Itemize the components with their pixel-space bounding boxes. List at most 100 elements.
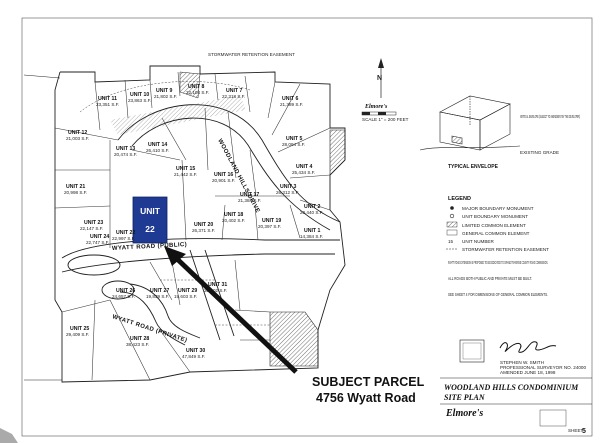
legend-item: UNIT BOUNDARY MONUMENT bbox=[462, 214, 528, 219]
unit-area: 21,442 S.F. bbox=[174, 172, 197, 177]
unit-area: 23,351 S.F. bbox=[96, 102, 119, 107]
legend-item: UNIT NUMBER bbox=[462, 239, 495, 244]
scale-text: SCALE 1" = 200 FEET bbox=[362, 117, 409, 122]
unit-area: 26,371 S.F. bbox=[192, 228, 215, 233]
stormwater-easement-label: STORMWATER RETENTION EASEMENT bbox=[208, 52, 295, 57]
scale-logo: Elmore's SCALE 1" = 200 FEET bbox=[361, 104, 409, 122]
unit-label: UNIT 15 bbox=[176, 166, 195, 172]
legend-note-3: SEE SHEET 4 FOR DIMENSIONS OF GENERAL CO… bbox=[448, 292, 548, 297]
surveyor-block: STEPHEN W. SMITH PROFESSIONAL SURVEYOR N… bbox=[459, 339, 586, 375]
unit-area: 26,410 S.F. bbox=[146, 148, 169, 153]
unit-area: 28,094 S.F. bbox=[282, 142, 305, 147]
surveyor-title: PROFESSIONAL SURVEYOR NO. 24000 bbox=[500, 365, 586, 370]
lot-lines bbox=[54, 71, 331, 381]
company-logo: Elmore's bbox=[445, 408, 483, 419]
unit-area: 21,802 S.F. bbox=[154, 94, 177, 99]
legend-item: GENERAL COMMON ELEMENT bbox=[462, 231, 530, 236]
unit-area: 20,474 S.F. bbox=[114, 152, 137, 157]
unit-label: UNIT 30 bbox=[186, 348, 205, 354]
unit-area: 20,402 S.F. bbox=[222, 218, 245, 223]
unit-label: UNIT 3 bbox=[280, 184, 297, 190]
unit-label: UNIT 22 bbox=[116, 230, 135, 236]
scale-logo-name: Elmore's bbox=[364, 104, 388, 110]
unit-area: 21,003 S.F. bbox=[66, 136, 89, 141]
legend-title: LEGEND bbox=[448, 196, 471, 202]
unit-area: 22,104 S.F. bbox=[186, 90, 209, 95]
title-line-1: WOODLAND HILLS CONDOMINIUM bbox=[444, 383, 579, 392]
wyatt-road-private-label: WYATT ROAD (PRIVATE) bbox=[111, 314, 187, 344]
unit-label: UNIT 4 bbox=[296, 164, 313, 170]
unit-area: 30,402 S.F. bbox=[204, 288, 227, 293]
common-element-hatching bbox=[110, 71, 346, 367]
unit-label: UNIT 25 bbox=[70, 326, 89, 332]
unit-label: UNIT 2 bbox=[304, 204, 321, 210]
unit-label: UNIT 14 bbox=[148, 142, 167, 148]
unit-area: 22,747 S.F. bbox=[86, 240, 109, 245]
unit-label: UNIT 20 bbox=[194, 222, 213, 228]
unit-label: UNIT 18 bbox=[224, 212, 243, 218]
subject-parcel-line-1: SUBJECT PARCEL bbox=[312, 375, 425, 389]
unit-label: UNIT 28 bbox=[130, 336, 149, 342]
unit-area: 20,397 S.F. bbox=[258, 224, 281, 229]
subject-parcel-callout: SUBJECT PARCEL 4756 Wyatt Road bbox=[164, 246, 425, 405]
surveyor-date: AMENDED JUNE 18, 1998 bbox=[500, 370, 556, 375]
unit-label: UNIT 1 bbox=[304, 228, 321, 234]
envelope-vertical-note: VERTICAL ENVELOPE (SUBJECT TO AMENDMENT … bbox=[520, 114, 580, 119]
unit-area: 23,863 S.F. bbox=[128, 98, 151, 103]
subject-parcel-shape bbox=[132, 196, 168, 244]
north-label: N bbox=[377, 75, 382, 82]
legend-note-1: WYATT ROAD EXTENSION IS PROPOSED TO BE D… bbox=[448, 260, 548, 265]
subject-unit-label: UNIT bbox=[140, 206, 161, 216]
unit-area: 29,409 S.F. bbox=[66, 332, 89, 337]
unit-label: UNIT 27 bbox=[150, 288, 169, 294]
unit-label: UNIT 7 bbox=[226, 88, 243, 94]
legend-unit-symbol: 15 bbox=[448, 239, 454, 244]
unit-area: 22,997 S.F. bbox=[112, 236, 135, 241]
unit-label: UNIT 11 bbox=[98, 96, 117, 102]
title-line-2: SITE PLAN bbox=[444, 393, 486, 402]
surveyor-name: STEPHEN W. SMITH bbox=[500, 360, 544, 365]
title-block: WOODLAND HILLS CONDOMINIUM SITE PLAN Elm… bbox=[440, 377, 592, 435]
unit-area: 20,901 S.F. bbox=[212, 178, 235, 183]
sheet-label: SHEET bbox=[568, 428, 584, 433]
unit-area: 38,423 S.F. bbox=[126, 342, 149, 347]
unit-label: UNIT 31 bbox=[208, 282, 227, 288]
unit-area: 47,849 S.F. bbox=[182, 354, 205, 359]
legend-item: LIMITED COMMON ELEMENT bbox=[462, 223, 526, 228]
unit-area: 21,389 S.F. bbox=[280, 102, 303, 107]
corner-mark bbox=[0, 428, 18, 443]
unit-label: UNIT 8 bbox=[188, 84, 205, 90]
subject-unit-number: 22 bbox=[145, 224, 155, 234]
unit-area: 21,384 S.F. bbox=[238, 198, 261, 203]
envelope-title: TYPICAL ENVELOPE bbox=[448, 164, 499, 170]
unit-label: UNIT 21 bbox=[66, 184, 85, 190]
subject-parcel-unit-22: UNIT 22 bbox=[132, 196, 168, 244]
unit-label: UNIT 19 bbox=[262, 218, 281, 224]
unit-area: 19,603 S.F. bbox=[174, 294, 197, 299]
unit-label: UNIT 13 bbox=[116, 146, 135, 152]
unit-area: 26,312 S.F. bbox=[276, 190, 299, 195]
sheet-number: 5 bbox=[582, 428, 586, 435]
unit-label: UNIT 17 bbox=[240, 192, 259, 198]
unit-area: 20,440 S.F. bbox=[300, 210, 323, 215]
unit-labels: UNIT 11 23,351 S.F. UNIT 10 23,863 S.F. … bbox=[64, 84, 323, 359]
unit-label: UNIT 26 bbox=[116, 288, 135, 294]
unit-label: UNIT 16 bbox=[214, 172, 233, 178]
legend-item: STORMWATER RETENTION EASEMENT bbox=[462, 247, 549, 252]
typical-envelope-diagram: TYPICAL ENVELOPE EXISTING GRADE bbox=[419, 95, 559, 170]
subject-parcel-line-2: 4756 Wyatt Road bbox=[316, 391, 416, 405]
unit-label: UNIT 9 bbox=[156, 88, 173, 94]
unit-label: UNIT 23 bbox=[84, 220, 103, 226]
unit-area: 14,384 S.F. bbox=[300, 234, 323, 239]
unit-label: UNIT 12 bbox=[68, 130, 87, 136]
unit-label: UNIT 5 bbox=[286, 136, 303, 142]
envelope-grade-note: EXISTING GRADE bbox=[520, 150, 559, 155]
sheet-border bbox=[21, 17, 593, 437]
legend-note-2: ALL ROADS BOTH PUBLIC AND PRIVATE MUST B… bbox=[448, 276, 532, 281]
legend: LEGEND MAJOR BOUNDARY MONUMENT UNIT BOUN… bbox=[446, 196, 549, 297]
easement-lines bbox=[79, 81, 270, 326]
unit-label: UNIT 10 bbox=[130, 92, 149, 98]
unit-area: 19,839 S.F. bbox=[146, 294, 169, 299]
unit-label: UNIT 29 bbox=[178, 288, 197, 294]
